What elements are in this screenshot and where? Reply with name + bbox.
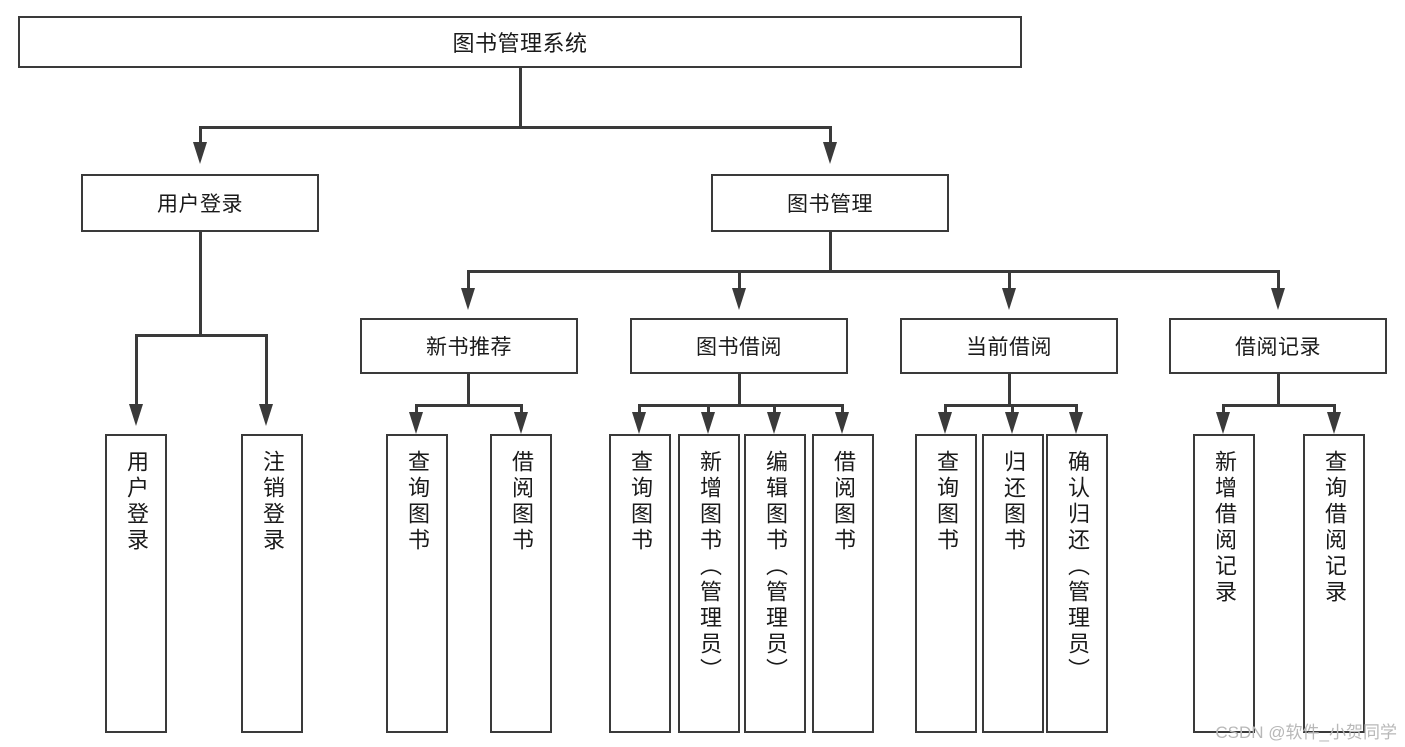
arrowhead-to-user-login <box>193 142 207 164</box>
connector-user-login-bar <box>135 334 268 337</box>
connector-bb-leaf-3 <box>773 404 776 416</box>
leaf-label: 注销登录 <box>260 450 285 554</box>
connector-cb-leaf-3 <box>1075 404 1078 416</box>
connector-user-login-leaf-1 <box>135 334 138 406</box>
arrowhead-cb-leaf-3 <box>1069 412 1083 434</box>
leaf-label: 新增图书（管理员） <box>697 450 722 684</box>
connector-br-leaf-1 <box>1222 404 1225 416</box>
connector-borrow-record-stem <box>1277 374 1280 406</box>
node-book-management[interactable]: 图书管理 <box>711 174 949 232</box>
arrowhead-nbr-leaf-1 <box>409 412 423 434</box>
connector-book-management-stem <box>829 232 832 272</box>
arrowhead-bb-leaf-4 <box>835 412 849 434</box>
arrowhead-to-new-book-recommend <box>461 288 475 310</box>
leaf-label: 查询图书 <box>628 450 653 554</box>
leaf-label: 归还图书 <box>1001 450 1026 554</box>
arrowhead-user-login-leaf-2 <box>259 404 273 426</box>
connector-book-borrow-bar <box>638 404 844 407</box>
leaf-bb-query-book[interactable]: 查询图书 <box>609 434 671 733</box>
connector-user-login-stem <box>199 232 202 336</box>
connector-nbr-leaf-2 <box>520 404 523 416</box>
connector-bb-leaf-1 <box>638 404 641 416</box>
node-label: 图书管理 <box>787 193 873 216</box>
connector-to-book-borrow <box>738 270 741 290</box>
arrowhead-user-login-leaf-1 <box>129 404 143 426</box>
leaf-bb-add-book-admin[interactable]: 新增图书（管理员） <box>678 434 740 733</box>
leaf-br-add-record[interactable]: 新增借阅记录 <box>1193 434 1255 733</box>
leaf-cb-confirm-return-admin[interactable]: 确认归还（管理员） <box>1046 434 1108 733</box>
node-label: 用户登录 <box>157 193 243 216</box>
leaf-user-login-logout[interactable]: 注销登录 <box>241 434 303 733</box>
leaf-cb-return-book[interactable]: 归还图书 <box>982 434 1044 733</box>
node-label: 借阅记录 <box>1235 336 1321 359</box>
arrowhead-br-leaf-2 <box>1327 412 1341 434</box>
connector-bb-leaf-2 <box>707 404 710 416</box>
arrowhead-cb-leaf-1 <box>938 412 952 434</box>
connector-to-user-login <box>199 126 202 144</box>
connector-root-stem <box>519 68 522 128</box>
connector-bb-leaf-4 <box>841 404 844 416</box>
connector-borrow-record-bar <box>1222 404 1336 407</box>
leaf-nbr-borrow-book[interactable]: 借阅图书 <box>490 434 552 733</box>
node-new-book-recommend[interactable]: 新书推荐 <box>360 318 578 374</box>
connector-to-new-book-recommend <box>467 270 470 290</box>
arrowhead-bb-leaf-2 <box>701 412 715 434</box>
connector-user-login-leaf-2 <box>265 334 268 406</box>
node-current-borrow[interactable]: 当前借阅 <box>900 318 1118 374</box>
leaf-br-query-record[interactable]: 查询借阅记录 <box>1303 434 1365 733</box>
node-label: 图书借阅 <box>696 336 782 359</box>
connector-to-current-borrow <box>1008 270 1011 290</box>
arrowhead-bb-leaf-1 <box>632 412 646 434</box>
connector-book-borrow-stem <box>738 374 741 406</box>
leaf-label: 借阅图书 <box>831 450 856 554</box>
arrowhead-to-book-borrow <box>732 288 746 310</box>
leaf-label: 查询图书 <box>934 450 959 554</box>
node-user-login[interactable]: 用户登录 <box>81 174 319 232</box>
leaf-bb-borrow-book[interactable]: 借阅图书 <box>812 434 874 733</box>
arrowhead-bb-leaf-3 <box>767 412 781 434</box>
arrowhead-cb-leaf-2 <box>1005 412 1019 434</box>
leaf-nbr-query-book[interactable]: 查询图书 <box>386 434 448 733</box>
connector-br-leaf-2 <box>1333 404 1336 416</box>
node-borrow-record[interactable]: 借阅记录 <box>1169 318 1387 374</box>
connector-level2-bar <box>199 126 832 129</box>
leaf-cb-query-book[interactable]: 查询图书 <box>915 434 977 733</box>
leaf-label: 新增借阅记录 <box>1212 450 1237 606</box>
leaf-bb-edit-book-admin[interactable]: 编辑图书（管理员） <box>744 434 806 733</box>
connector-new-book-recommend-bar <box>415 404 523 407</box>
leaf-label: 借阅图书 <box>509 450 534 554</box>
leaf-label: 查询图书 <box>405 450 430 554</box>
connector-cb-leaf-2 <box>1011 404 1014 416</box>
arrowhead-to-book-management <box>823 142 837 164</box>
arrowhead-to-current-borrow <box>1002 288 1016 310</box>
csdn-watermark: CSDN @软件_小贺同学 <box>1215 723 1397 742</box>
connector-nbr-leaf-1 <box>415 404 418 416</box>
arrowhead-nbr-leaf-2 <box>514 412 528 434</box>
arrowhead-br-leaf-1 <box>1216 412 1230 434</box>
node-label: 图书管理系统 <box>452 31 588 56</box>
leaf-label: 编辑图书（管理员） <box>763 450 788 684</box>
connector-to-borrow-record <box>1277 270 1280 290</box>
node-label: 新书推荐 <box>426 336 512 359</box>
connector-level3-bar <box>467 270 1280 273</box>
connector-new-book-recommend-stem <box>467 374 470 406</box>
leaf-label: 用户登录 <box>124 450 149 554</box>
node-label: 当前借阅 <box>966 336 1052 359</box>
leaf-label: 确认归还（管理员） <box>1065 450 1090 684</box>
connector-current-borrow-stem <box>1008 374 1011 406</box>
connector-cb-leaf-1 <box>944 404 947 416</box>
connector-to-book-management <box>829 126 832 144</box>
leaf-user-login-login[interactable]: 用户登录 <box>105 434 167 733</box>
leaf-label: 查询借阅记录 <box>1322 450 1347 606</box>
arrowhead-to-borrow-record <box>1271 288 1285 310</box>
node-root-book-management-system[interactable]: 图书管理系统 <box>18 16 1022 68</box>
node-book-borrow[interactable]: 图书借阅 <box>630 318 848 374</box>
